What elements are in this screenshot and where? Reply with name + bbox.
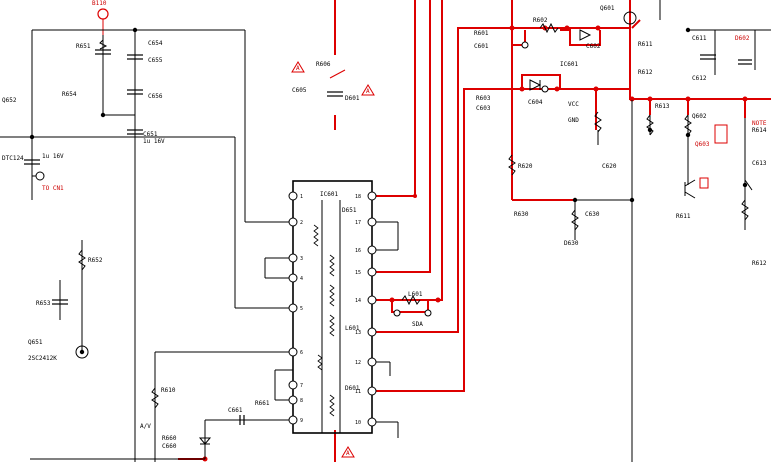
svg-text:C656: C656 <box>148 93 163 100</box>
svg-text:8: 8 <box>300 398 303 404</box>
svg-text:R661: R661 <box>255 400 270 407</box>
svg-text:R611: R611 <box>638 41 653 48</box>
svg-text:7: 7 <box>300 383 303 389</box>
svg-text:Q603: Q603 <box>695 141 710 148</box>
svg-text:Q652: Q652 <box>2 97 17 104</box>
svg-text:R653: R653 <box>36 300 51 307</box>
warning-b-label: A <box>366 88 370 95</box>
svg-text:Q601: Q601 <box>600 5 615 12</box>
svg-text:VCC: VCC <box>568 101 579 108</box>
svg-text:R630: R630 <box>514 211 529 218</box>
svg-text:14: 14 <box>355 298 361 304</box>
svg-text:C620: C620 <box>602 163 617 170</box>
svg-text:A/V: A/V <box>140 423 151 430</box>
svg-text:D602: D602 <box>735 35 750 42</box>
diodes <box>198 29 592 445</box>
resistors <box>78 22 749 409</box>
svg-text:13: 13 <box>355 330 361 336</box>
ic-601: IC601 <box>292 180 373 434</box>
svg-text:16: 16 <box>355 248 361 254</box>
red-junctions <box>202 25 748 462</box>
svg-text:2SC2412K: 2SC2412K <box>28 355 57 362</box>
svg-text:IC601: IC601 <box>560 61 578 68</box>
svg-text:L601: L601 <box>345 325 360 332</box>
svg-text:R660: R660 <box>162 435 177 442</box>
svg-text:C601: C601 <box>474 43 489 50</box>
ic-pin-numbers: 1 2 3 4 5 6 7 8 9 18 17 16 15 14 13 12 1… <box>300 194 361 426</box>
ic-name: IC601 <box>320 191 338 198</box>
svg-text:D651: D651 <box>342 207 357 214</box>
svg-text:R612: R612 <box>638 69 653 76</box>
svg-text:1u 16V: 1u 16V <box>143 138 165 145</box>
red-power-traces <box>178 0 771 462</box>
svg-text:1u 16V: 1u 16V <box>42 153 64 160</box>
supply-label: B110 <box>92 0 107 7</box>
svg-text:Q602: Q602 <box>692 113 707 120</box>
svg-text:R603: R603 <box>476 95 491 102</box>
svg-text:11: 11 <box>355 389 361 395</box>
svg-text:C655: C655 <box>148 57 163 64</box>
svg-text:Q651: Q651 <box>28 339 43 346</box>
svg-text:C661: C661 <box>228 407 243 414</box>
svg-text:C613: C613 <box>752 160 767 167</box>
svg-text:R614: R614 <box>752 127 767 134</box>
svg-text:18: 18 <box>355 194 361 200</box>
ic-pins <box>288 191 377 427</box>
black-junctions <box>29 27 748 355</box>
svg-text:6: 6 <box>300 350 303 356</box>
svg-text:C602: C602 <box>586 43 601 50</box>
warning-c-label: A <box>346 450 350 457</box>
svg-text:15: 15 <box>355 270 361 276</box>
component-labels: R651 C654 C655 C656 R654 C651 1u 16V Q65… <box>2 5 767 450</box>
svg-text:R601: R601 <box>474 30 489 37</box>
svg-text:C605: C605 <box>292 87 307 94</box>
svg-text:3: 3 <box>300 256 303 262</box>
svg-text:R610: R610 <box>161 387 176 394</box>
terminals <box>35 41 549 317</box>
svg-text:D601: D601 <box>345 385 360 392</box>
svg-text:C603: C603 <box>476 105 491 112</box>
svg-text:C630: C630 <box>585 211 600 218</box>
warning-symbols: A A A <box>291 61 375 458</box>
svg-text:1: 1 <box>300 194 303 200</box>
svg-text:R611: R611 <box>676 213 691 220</box>
svg-text:R613: R613 <box>655 103 670 110</box>
svg-text:DTC124: DTC124 <box>2 155 24 162</box>
svg-text:R651: R651 <box>76 43 91 50</box>
transistors <box>75 11 753 359</box>
svg-text:4: 4 <box>300 276 303 282</box>
svg-text:2: 2 <box>300 220 303 226</box>
svg-text:9: 9 <box>300 418 303 424</box>
svg-text:C651: C651 <box>143 131 158 138</box>
svg-text:10: 10 <box>355 420 361 426</box>
svg-text:R652: R652 <box>88 257 103 264</box>
svg-text:R612: R612 <box>752 260 767 267</box>
svg-text:GND: GND <box>568 117 579 124</box>
svg-text:R606: R606 <box>316 61 331 68</box>
svg-text:C660: C660 <box>162 443 177 450</box>
svg-text:C611: C611 <box>692 35 707 42</box>
svg-text:R654: R654 <box>62 91 77 98</box>
svg-text:L601: L601 <box>408 291 423 298</box>
svg-text:5: 5 <box>300 306 303 312</box>
svg-text:NOTE: NOTE <box>752 120 767 127</box>
svg-text:C654: C654 <box>148 40 163 47</box>
svg-text:SDA: SDA <box>412 321 423 328</box>
svg-text:D601: D601 <box>345 95 360 102</box>
svg-text:TO CN1: TO CN1 <box>42 185 64 192</box>
supply-terminal-top: B110 <box>92 0 109 35</box>
svg-text:C604: C604 <box>528 99 543 106</box>
svg-text:R620: R620 <box>518 163 533 170</box>
svg-text:R602: R602 <box>533 17 548 24</box>
svg-text:C612: C612 <box>692 75 707 82</box>
trimmer-components <box>329 69 728 189</box>
ic-internal-blocks <box>313 224 335 417</box>
capacitors <box>24 49 752 425</box>
svg-text:12: 12 <box>355 360 361 366</box>
svg-text:17: 17 <box>355 220 361 226</box>
warning-a-label: A <box>296 65 300 72</box>
svg-text:D630: D630 <box>564 240 579 247</box>
